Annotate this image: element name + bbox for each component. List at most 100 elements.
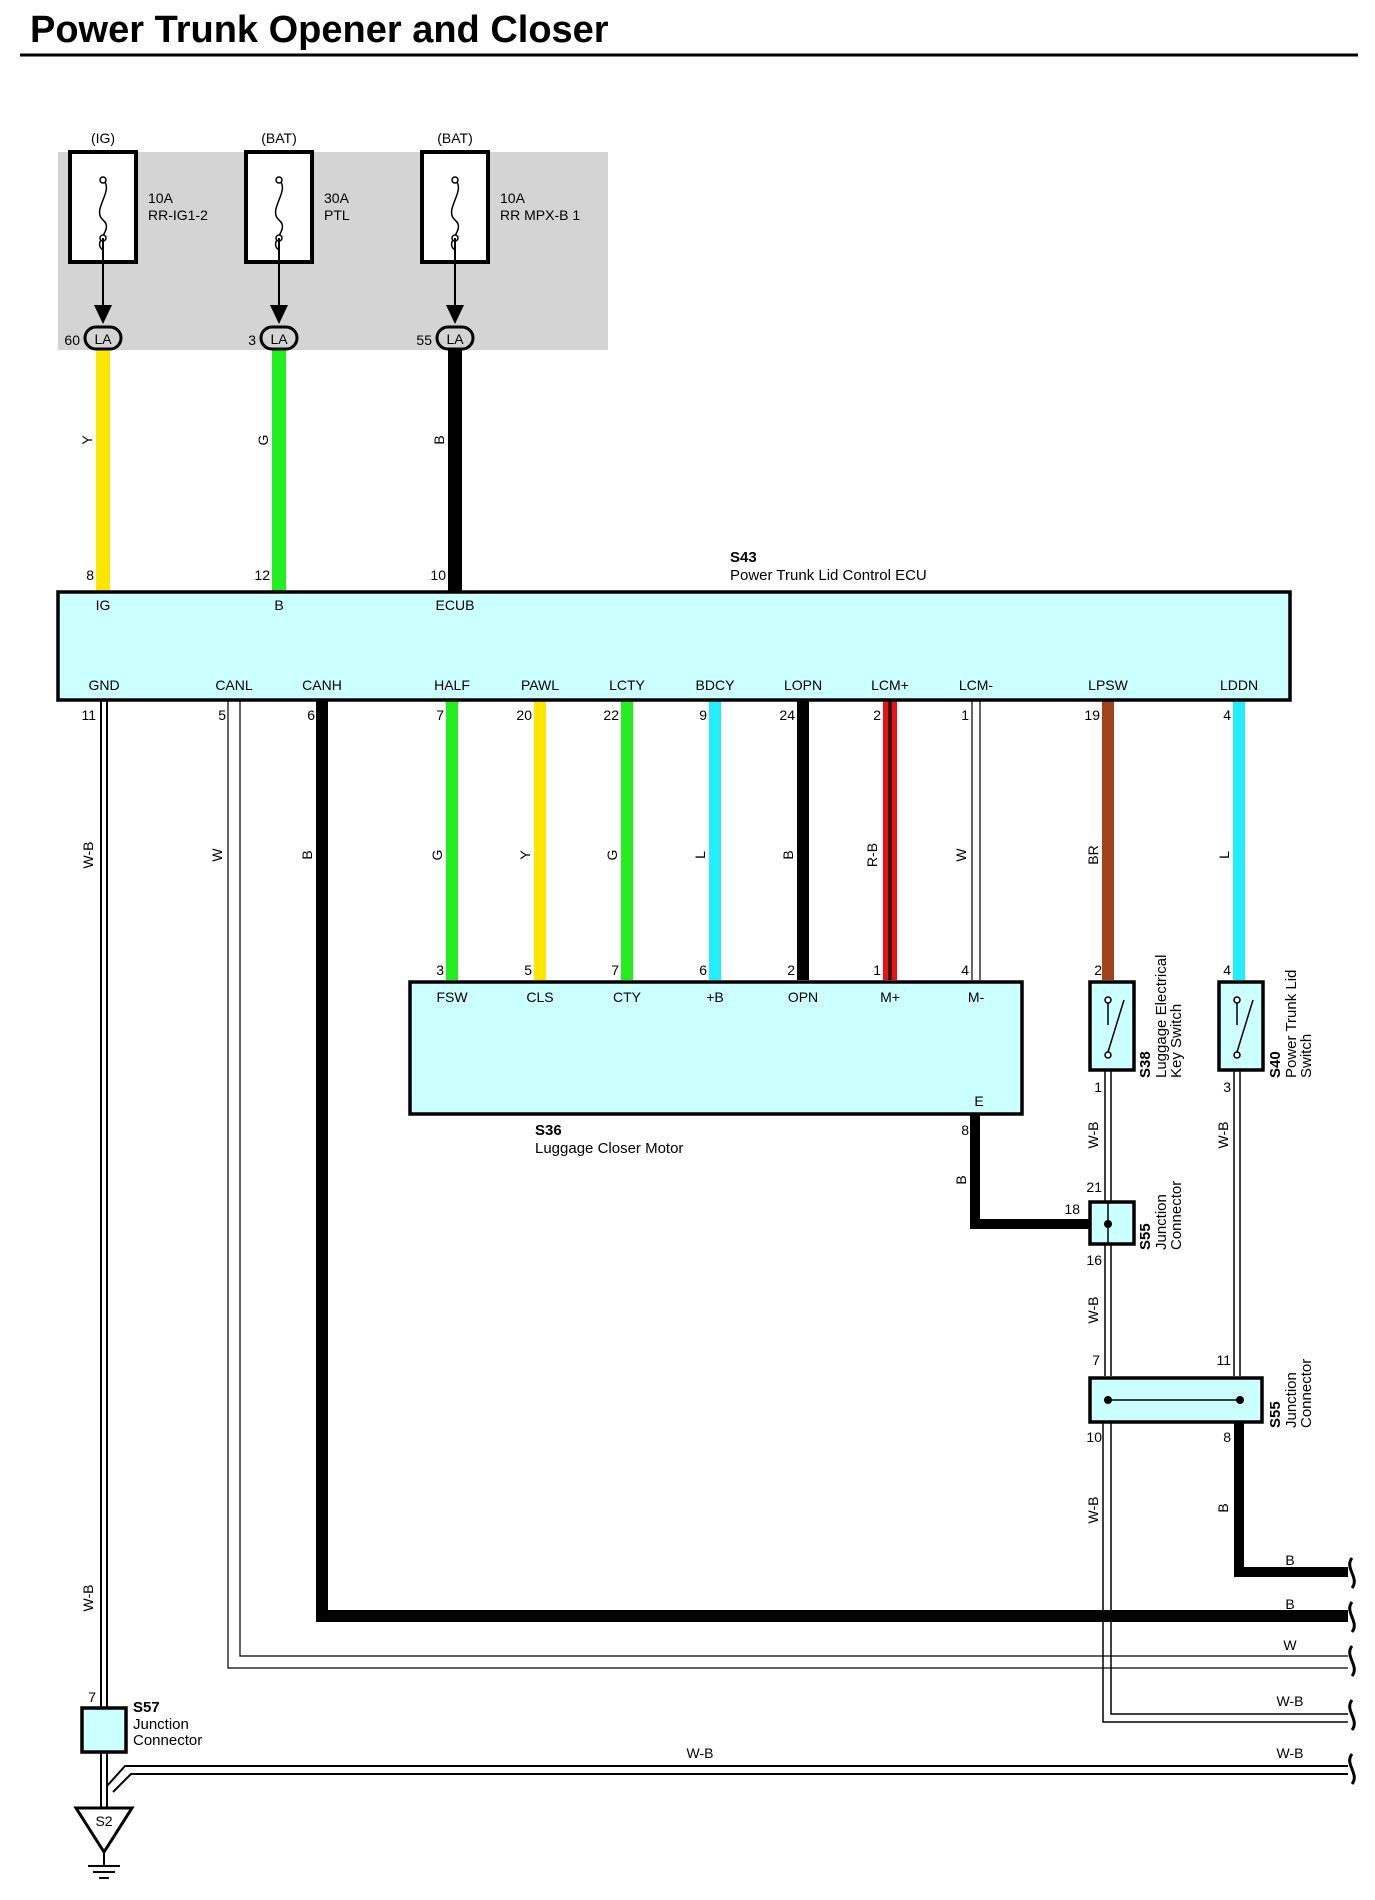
fuse-amp: 30A — [324, 190, 350, 206]
fuse-name: RR MPX-B 1 — [500, 207, 580, 223]
wire-color-label: B — [299, 850, 315, 859]
jc-name: Connector — [133, 1732, 202, 1749]
wire-color-label: G — [255, 435, 271, 446]
arrow-icon — [94, 305, 112, 324]
wire-b-canh — [316, 698, 1348, 1622]
switch-icon — [1107, 999, 1125, 1053]
ground-icon — [73, 1806, 135, 1855]
wire-color-label: W-B — [687, 1745, 714, 1761]
wire-color-label: W — [953, 848, 969, 862]
wire-w-canl — [227, 698, 1348, 1669]
wire-color-label: B — [1285, 1552, 1294, 1568]
jc-pin: 7 — [88, 1689, 96, 1705]
fuse-icon — [98, 179, 108, 251]
wire-color-label: W-B — [1085, 1297, 1101, 1324]
wire-b — [448, 348, 462, 592]
junction-dot — [1236, 1396, 1244, 1404]
motor-pin: 4 — [961, 962, 969, 978]
ecu-pin: 20 — [516, 707, 532, 723]
junction-connector-upper: 21 18 16 S55 Junction Connector W-B — [1064, 1179, 1185, 1323]
ecu-terminal: LCTY — [609, 677, 645, 693]
wire-l-lddn — [1233, 698, 1245, 980]
fuse-supply-label: (IG) — [91, 130, 115, 146]
switch-pin: 1 — [1094, 1079, 1102, 1095]
fuse-amp: 10A — [500, 190, 526, 206]
motor-pin: 2 — [787, 962, 795, 978]
wire-color-label: W-B — [80, 1585, 96, 1612]
wire-break-marks — [1348, 1557, 1356, 1785]
connector-pin: 3 — [248, 332, 256, 348]
ecu-terminal: CANH — [302, 677, 342, 693]
connector-pin: 60 — [64, 332, 80, 348]
ground-label: S2 — [95, 1813, 112, 1829]
fuse-icon — [274, 179, 284, 251]
ecu-pin: 1 — [961, 707, 969, 723]
ecu-terminal: LDDN — [1220, 677, 1258, 693]
switch-name: Power Trunk Lid — [1283, 970, 1300, 1078]
connector-pin: 55 — [416, 332, 432, 348]
wire-g — [272, 348, 286, 592]
wire-b-jc-out — [1234, 1420, 1348, 1577]
motor-name: Luggage Closer Motor — [535, 1140, 683, 1157]
motor-terminal-e: E — [974, 1093, 983, 1109]
fuse-supply-label: (BAT) — [437, 130, 473, 146]
wire-color-label: BR — [1085, 845, 1101, 864]
wire-w-b-out — [1102, 1420, 1348, 1723]
ecu-terminal: LCM- — [959, 677, 994, 693]
luggage-electrical-key-switch: 2 1 S38 Luggage Electrical Key Switch W-… — [1085, 955, 1185, 1149]
ecu-terminal: PAWL — [521, 677, 559, 693]
jc-name: Junction — [133, 1716, 189, 1733]
switch-name: Key Switch — [1168, 1004, 1185, 1078]
motor-pin: 5 — [524, 962, 532, 978]
wire-br-lpsw — [1102, 698, 1114, 980]
ecu-power-trunk-lid — [56, 590, 1292, 702]
wire-g-half — [446, 698, 458, 980]
connector-label: LA — [270, 331, 288, 347]
wire-color-label: Y — [79, 435, 95, 445]
switch-code: S40 — [1267, 1051, 1284, 1078]
jc-name: Junction — [1153, 1194, 1170, 1250]
motor-pin: 3 — [436, 962, 444, 978]
ecu-pin: 10 — [430, 567, 446, 583]
ecu-pin: 2 — [873, 707, 881, 723]
wire-color-label: B — [1285, 1596, 1294, 1612]
wire-color-label: W-B — [1277, 1693, 1304, 1709]
wire-color-label: R-B — [864, 843, 880, 867]
ecu-pin: 22 — [603, 707, 619, 723]
ecu-pin: 24 — [779, 707, 795, 723]
ecu-terminal: BDCY — [696, 677, 736, 693]
switch-pin: 3 — [1223, 1079, 1231, 1095]
jc-name: Connector — [1298, 1359, 1315, 1428]
ecu-pin: 4 — [1223, 707, 1231, 723]
motor-pin-e: 8 — [961, 1122, 969, 1138]
fuse-icon — [450, 179, 460, 251]
jc-pin: 21 — [1086, 1179, 1102, 1195]
switch-pin: 4 — [1223, 962, 1231, 978]
motor-terminal: CTY — [613, 989, 642, 1005]
motor-terminal: M+ — [880, 989, 900, 1005]
ecu-pin: 8 — [86, 567, 94, 583]
fuse-ptl: (BAT) 30A PTL — [244, 130, 350, 324]
wire-color-label: G — [429, 850, 445, 861]
ecu-terminal: HALF — [434, 677, 470, 693]
wire-color-label: L — [1216, 851, 1232, 859]
ecu-pin: 7 — [436, 707, 444, 723]
ecu-pin: 19 — [1084, 707, 1100, 723]
wire-color-label: B — [1215, 1503, 1231, 1512]
junction-dot — [1104, 1220, 1112, 1228]
jc-code: S57 — [133, 1699, 160, 1716]
page-title: Power Trunk Opener and Closer — [30, 9, 609, 51]
motor-pin: 6 — [699, 962, 707, 978]
arrow-icon — [446, 305, 464, 324]
wire-color-label: W-B — [1085, 1497, 1101, 1524]
wire-color-label: B — [953, 1175, 969, 1184]
ecu-name: Power Trunk Lid Control ECU — [730, 567, 927, 584]
luggage-closer-motor — [408, 980, 1024, 1116]
fuse-rr-mpx-b1: (BAT) 10A RR MPX-B 1 — [420, 130, 580, 324]
wire-w-b-bus — [106, 1765, 1348, 1787]
connector-label: LA — [94, 331, 112, 347]
wire-color-label: G — [604, 850, 620, 861]
wire-y — [96, 348, 110, 592]
fuse-rr-ig1-2: (IG) 10A RR-IG1-2 — [68, 130, 208, 324]
wire-color-label: W-B — [80, 842, 96, 869]
